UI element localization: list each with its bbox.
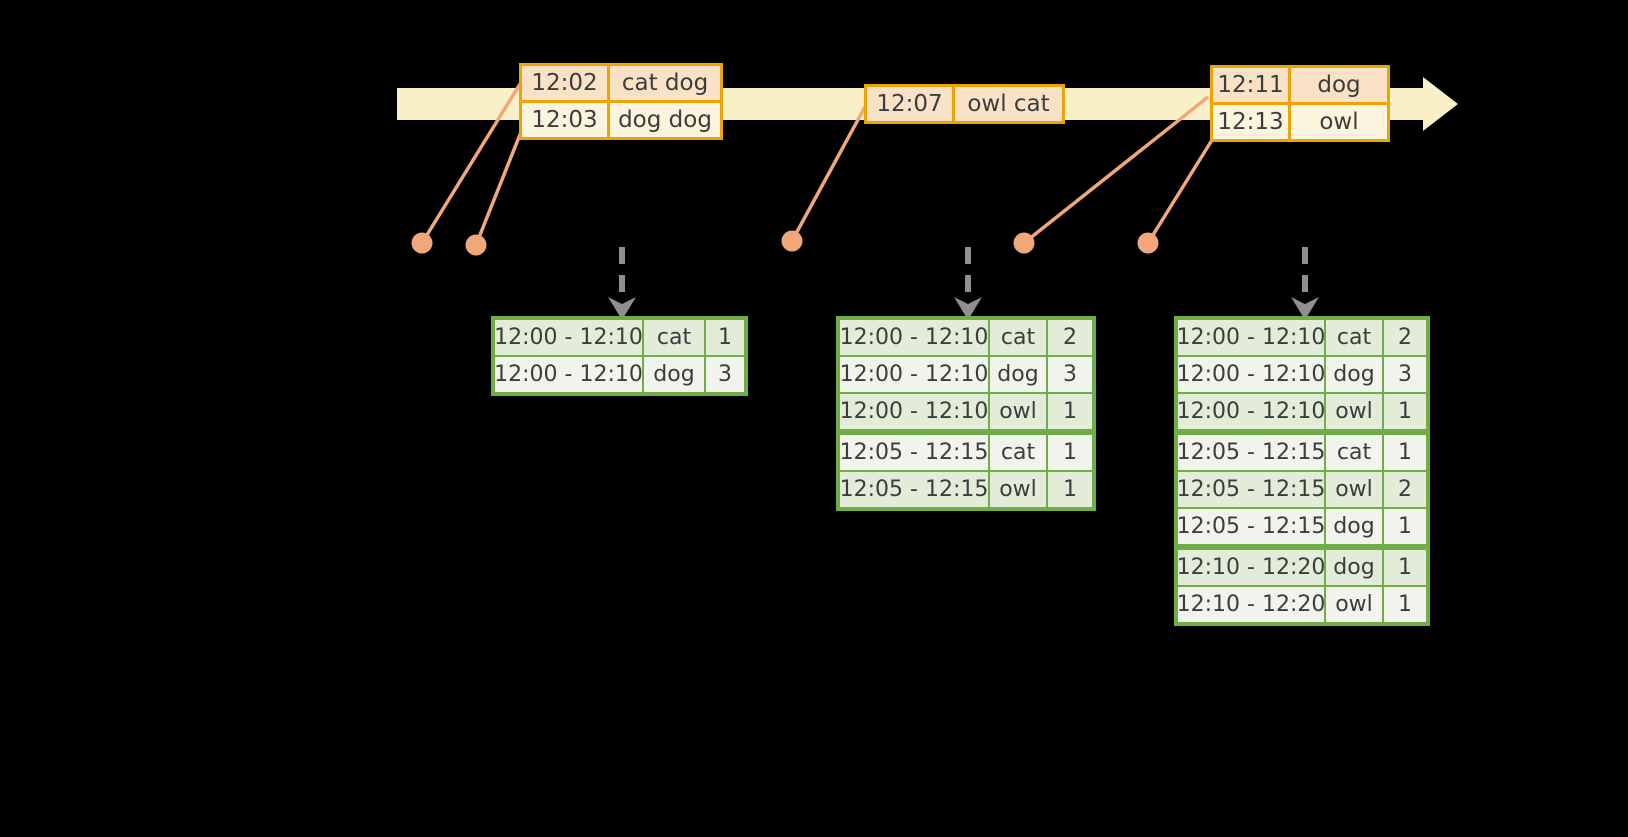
trigger-arrowhead-icon bbox=[608, 297, 636, 320]
window-cell: 12:00 - 12:10 bbox=[494, 361, 643, 387]
result-table-1: 12:00 - 12:10 cat 1 12:00 - 12:10 dog 3 bbox=[491, 316, 748, 396]
result-row: 12:05 - 12:15 cat 1 bbox=[840, 429, 1092, 470]
result-row: 12:00 - 12:10 cat 1 bbox=[494, 320, 744, 355]
connector-line bbox=[1146, 139, 1214, 244]
word-cell: dog bbox=[988, 357, 1046, 392]
count-cell: 3 bbox=[1382, 357, 1426, 392]
window-cell: 12:05 - 12:15 bbox=[1176, 513, 1326, 539]
result-row: 12:00 - 12:10 dog 3 bbox=[494, 355, 744, 392]
word-cell: cat bbox=[988, 435, 1046, 470]
window-cell: 12:00 - 12:10 bbox=[839, 361, 989, 387]
connector-line bbox=[420, 83, 522, 244]
window-cell: 12:00 - 12:10 bbox=[1176, 324, 1326, 350]
window-cell: 12:00 - 12:10 bbox=[839, 398, 989, 424]
word-cell: cat bbox=[1324, 320, 1382, 355]
event-dot bbox=[465, 234, 487, 256]
count-cell: 1 bbox=[1382, 587, 1426, 622]
result-row: 12:00 - 12:10 owl 1 bbox=[1176, 392, 1426, 429]
count-cell: 1 bbox=[1382, 435, 1426, 470]
result-row: 12:00 - 12:10 cat 2 bbox=[840, 320, 1092, 355]
event-row: 12:13 owl bbox=[1213, 102, 1387, 139]
event-time-cell: 12:13 bbox=[1217, 108, 1284, 135]
result-row: 12:05 - 12:15 owl 2 bbox=[1176, 470, 1426, 507]
trigger-arrowhead-icon bbox=[1291, 297, 1319, 320]
event-table-2: 12:07 owl cat bbox=[864, 84, 1065, 124]
event-dot bbox=[1137, 232, 1159, 254]
result-row: 12:10 - 12:20 owl 1 bbox=[1176, 585, 1426, 622]
event-dot bbox=[411, 232, 433, 254]
timeline-arrowhead-icon bbox=[1423, 77, 1458, 131]
word-cell: owl bbox=[988, 394, 1046, 429]
event-words-cell: dog bbox=[1288, 68, 1387, 102]
result-row: 12:00 - 12:10 owl 1 bbox=[840, 392, 1092, 429]
word-cell: dog bbox=[1324, 357, 1382, 392]
event-table-3: 12:11 dog 12:13 owl bbox=[1210, 65, 1390, 142]
connector-line bbox=[474, 126, 525, 246]
count-cell: 1 bbox=[1046, 394, 1092, 429]
word-cell: owl bbox=[1324, 394, 1382, 429]
count-cell: 1 bbox=[1046, 472, 1092, 507]
window-cell: 12:05 - 12:15 bbox=[1176, 439, 1326, 465]
connector-line bbox=[1022, 95, 1210, 245]
window-cell: 12:05 - 12:15 bbox=[839, 476, 989, 502]
event-words-cell: cat dog bbox=[607, 66, 720, 100]
result-row: 12:00 - 12:10 dog 3 bbox=[840, 355, 1092, 392]
word-cell: dog bbox=[1324, 509, 1382, 544]
event-words-cell: dog dog bbox=[607, 103, 720, 137]
event-row: 12:02 cat dog bbox=[522, 66, 720, 100]
connector-line bbox=[790, 104, 868, 242]
event-row: 12:03 dog dog bbox=[522, 100, 720, 137]
word-cell: cat bbox=[642, 320, 704, 355]
result-row: 12:05 - 12:15 cat 1 bbox=[1176, 429, 1426, 470]
count-cell: 1 bbox=[1046, 435, 1092, 470]
result-table-2: 12:00 - 12:10 cat 2 12:00 - 12:10 dog 3 … bbox=[836, 316, 1096, 511]
event-words-cell: owl bbox=[1288, 105, 1387, 139]
window-cell: 12:00 - 12:10 bbox=[494, 324, 643, 350]
count-cell: 3 bbox=[1046, 357, 1092, 392]
event-time-cell: 12:07 bbox=[876, 90, 943, 117]
result-row: 12:00 - 12:10 dog 3 bbox=[1176, 355, 1426, 392]
word-cell: owl bbox=[1324, 472, 1382, 507]
count-cell: 2 bbox=[1382, 472, 1426, 507]
window-cell: 12:05 - 12:15 bbox=[839, 439, 989, 465]
result-row: 12:00 - 12:10 cat 2 bbox=[1176, 320, 1426, 355]
count-cell: 2 bbox=[1046, 320, 1092, 355]
event-table-1: 12:02 cat dog 12:03 dog dog bbox=[519, 63, 723, 140]
event-time-cell: 12:03 bbox=[531, 106, 598, 133]
result-row: 12:05 - 12:15 dog 1 bbox=[1176, 507, 1426, 544]
word-cell: dog bbox=[1324, 550, 1382, 585]
window-cell: 12:10 - 12:20 bbox=[1176, 591, 1326, 617]
event-row: 12:11 dog bbox=[1213, 68, 1387, 102]
result-row: 12:10 - 12:20 dog 1 bbox=[1176, 544, 1426, 585]
window-cell: 12:00 - 12:10 bbox=[1176, 398, 1326, 424]
window-cell: 12:05 - 12:15 bbox=[1176, 476, 1326, 502]
word-cell: cat bbox=[988, 320, 1046, 355]
event-time-cell: 12:11 bbox=[1217, 71, 1284, 98]
word-cell: dog bbox=[642, 357, 704, 392]
event-words-cell: owl cat bbox=[952, 87, 1062, 121]
result-table-3: 12:00 - 12:10 cat 2 12:00 - 12:10 dog 3 … bbox=[1174, 316, 1430, 626]
count-cell: 1 bbox=[1382, 550, 1426, 585]
event-dot bbox=[781, 230, 803, 252]
count-cell: 1 bbox=[704, 320, 744, 355]
trigger-arrowhead-icon bbox=[954, 297, 982, 320]
window-cell: 12:10 - 12:20 bbox=[1176, 554, 1326, 580]
word-cell: owl bbox=[988, 472, 1046, 507]
event-row: 12:07 owl cat bbox=[867, 87, 1062, 121]
count-cell: 2 bbox=[1382, 320, 1426, 355]
count-cell: 1 bbox=[1382, 509, 1426, 544]
event-time-cell: 12:02 bbox=[531, 69, 598, 96]
event-dot bbox=[1013, 232, 1035, 254]
window-cell: 12:00 - 12:10 bbox=[839, 324, 989, 350]
word-cell: owl bbox=[1324, 587, 1382, 622]
count-cell: 1 bbox=[1382, 394, 1426, 429]
word-cell: cat bbox=[1324, 435, 1382, 470]
result-row: 12:05 - 12:15 owl 1 bbox=[840, 470, 1092, 507]
window-cell: 12:00 - 12:10 bbox=[1176, 361, 1326, 387]
count-cell: 3 bbox=[704, 357, 744, 392]
